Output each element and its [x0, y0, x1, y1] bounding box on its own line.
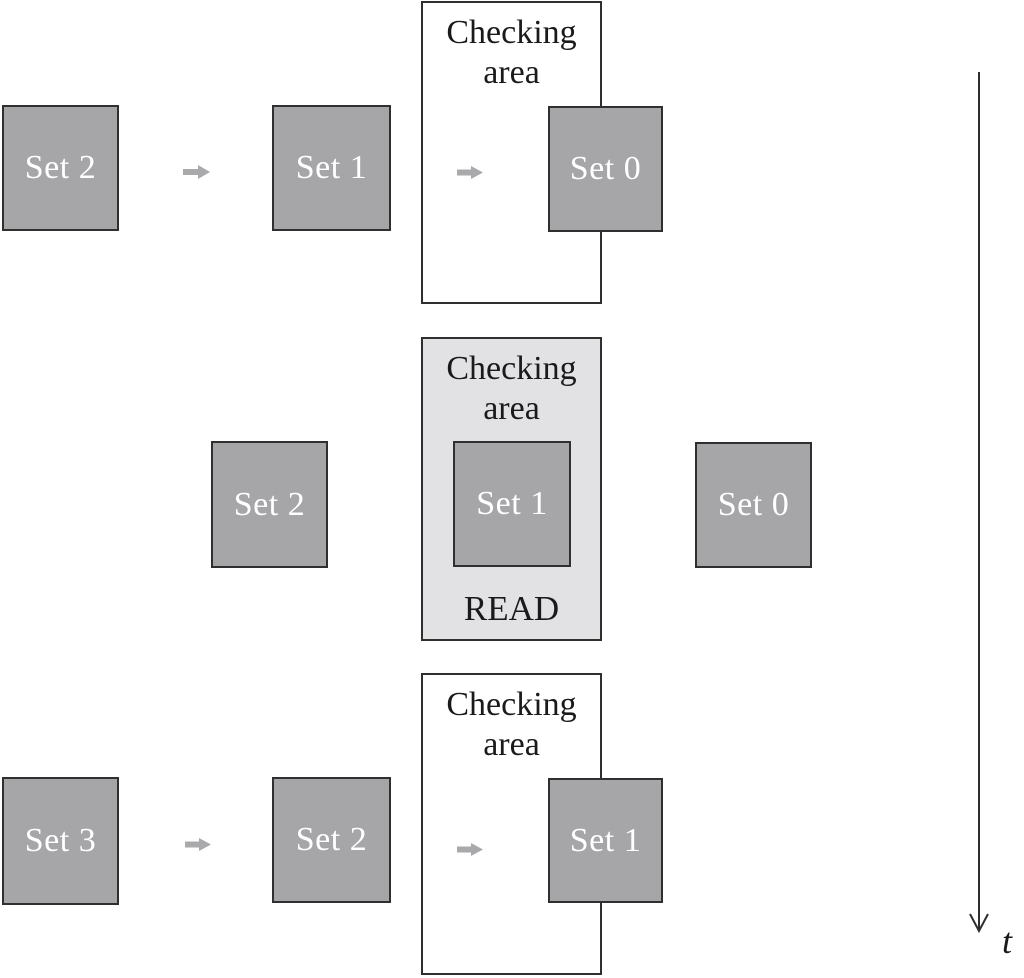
- checking-area-label-line1: Checking: [446, 686, 577, 723]
- set-box-label: Set 0: [569, 150, 642, 187]
- flow-arrow-icon: [457, 843, 483, 856]
- checking-area-label-line2: area: [483, 54, 540, 91]
- set-box-label: Set 2: [233, 485, 306, 523]
- set-box-middle-in-checking: Set 1: [453, 441, 571, 567]
- checking-area-label: Checking area: [423, 685, 600, 765]
- set-box-middle-left: Set 2: [211, 441, 328, 568]
- set-box-label: Set 0: [717, 486, 790, 523]
- set-box-middle-right: Set 0: [695, 442, 812, 568]
- set-box-top-left: Set 2: [2, 105, 119, 231]
- set-box-label: Set 1: [569, 821, 642, 859]
- flow-arrow-icon: [457, 166, 483, 179]
- checking-area-label-line2: area: [483, 390, 540, 427]
- time-axis-arrow-icon: [954, 60, 1004, 945]
- checking-area-label: Checking area: [423, 13, 600, 93]
- flow-arrow-icon: [185, 838, 211, 851]
- read-status-label: READ: [463, 589, 560, 628]
- checking-area-label-line1: Checking: [446, 350, 577, 387]
- set-box-bottom-mid: Set 2: [272, 777, 391, 903]
- checking-area-label: Checking area: [423, 349, 600, 429]
- time-axis-label: t: [1002, 921, 1013, 961]
- set-box-bottom-right-in-checking: Set 1: [548, 778, 663, 903]
- flow-arrow-icon: [183, 165, 210, 179]
- set-box-bottom-left: Set 3: [2, 777, 119, 905]
- checking-area-label-line1: Checking: [446, 14, 577, 51]
- checking-area-label-line2: area: [483, 726, 540, 763]
- set-box-label: Set 3: [24, 822, 97, 859]
- set-box-top-mid: Set 1: [272, 105, 391, 231]
- set-box-label: Set 2: [24, 149, 97, 186]
- set-box-top-right-in-checking: Set 0: [548, 106, 663, 232]
- set-box-label: Set 1: [476, 485, 548, 522]
- set-box-label: Set 1: [295, 149, 368, 186]
- set-box-label: Set 2: [295, 821, 368, 858]
